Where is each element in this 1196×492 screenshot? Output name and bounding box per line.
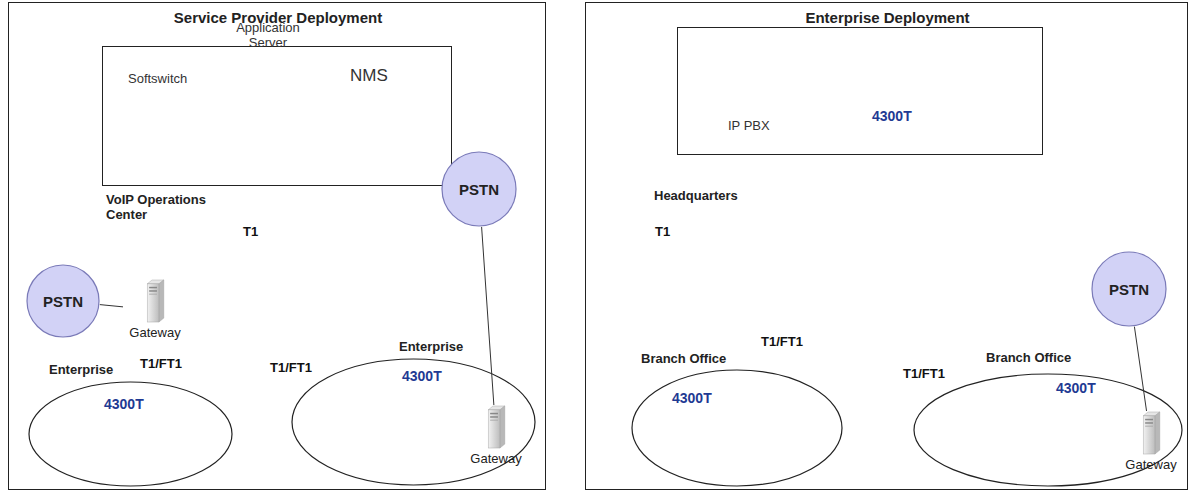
link-label: T1/FT1 [761,334,803,349]
outline [631,369,843,487]
node-heading: Enterprise Deployment [586,9,1189,26]
node-heading: Branch Office [641,351,751,366]
link-label: T1 [243,224,258,239]
node-heading: Headquarters [654,188,764,203]
device-name: Gateway [464,451,528,466]
pbx-label: IP PBX [728,118,770,133]
deployment-panel: Enterprise DeploymentHeadquartersBranch … [585,2,1188,490]
pstn-cloud: PSTN [26,264,100,338]
device-model-label: 4300T [872,108,912,124]
pstn-cloud: PSTN [441,151,517,227]
link-label: T1/FT1 [903,366,945,381]
link-label: T1/FT1 [270,360,312,375]
network-name: PSTN [1091,281,1167,298]
device-name: Gateway [123,325,187,340]
network-name: PSTN [441,181,517,198]
branch-office-site: Branch Office [631,369,843,487]
node-heading: Branch Office [986,350,1096,365]
deployment-panel: Service Provider DeploymentVoIP Operatio… [8,2,546,490]
gateway-server: Gateway [1119,411,1183,473]
node-heading: Enterprise [399,339,489,354]
gateway-server: Gateway [464,405,528,467]
device-model-label: 4300T [672,390,712,406]
device-name: Gateway [1119,457,1183,472]
nms-label: NMS [350,66,388,86]
node-heading: VoIP Operations Center [106,192,226,222]
network-name: PSTN [26,293,100,310]
operations-center-box: VoIP Operations Center [102,46,452,186]
pstn-cloud: PSTN [1091,251,1167,327]
link-label: T1/FT1 [140,356,182,371]
branch-office-site: Branch OfficeGateway [913,373,1183,487]
node-heading: Enterprise [49,362,139,377]
software-switch-label: Softswitch [128,71,187,86]
gateway-server: Gateway [123,279,187,341]
device-model-label: 4300T [1056,380,1096,396]
link-label: T1 [655,224,670,239]
application-server-label: Application Server [232,20,304,50]
device-model-label: 4300T [402,368,442,384]
headquarters-box: Headquarters [677,27,1043,155]
device-model-label: 4300T [104,396,144,412]
